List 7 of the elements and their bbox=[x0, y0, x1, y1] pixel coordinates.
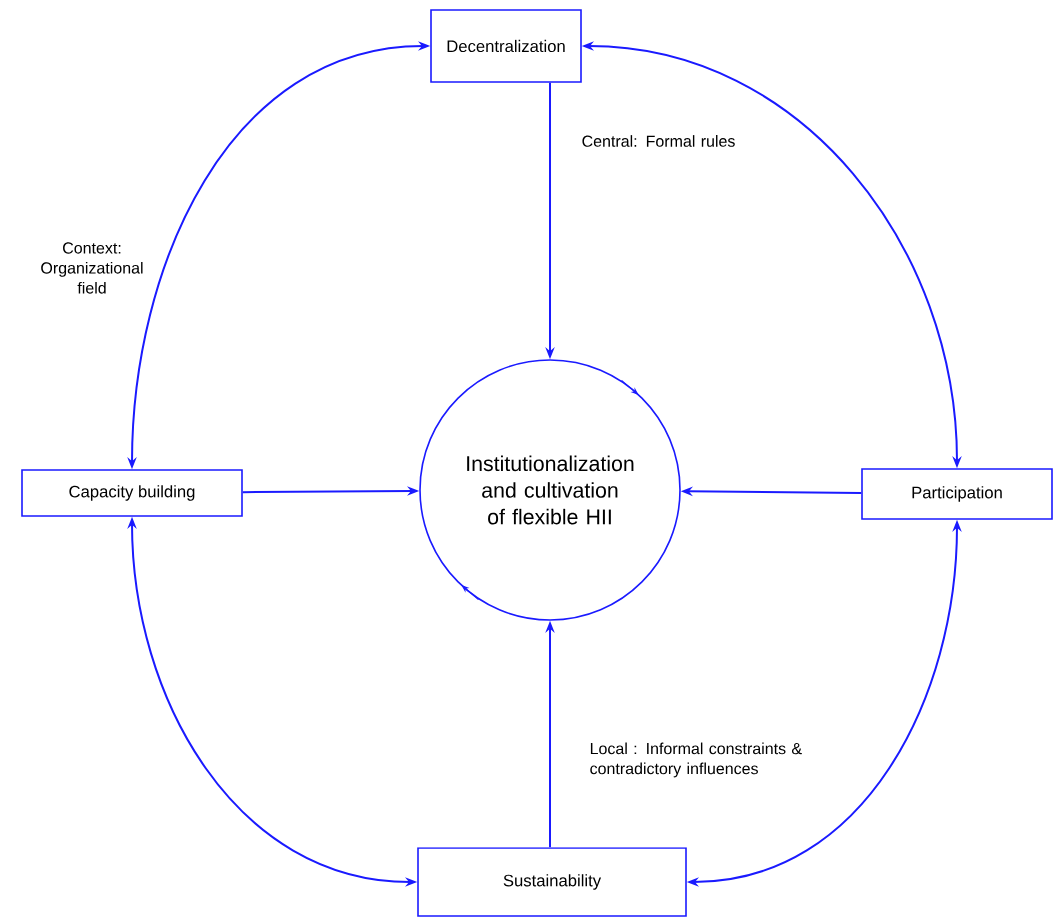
concept-box: Capacity building bbox=[21, 469, 243, 517]
edge-label: Context: Organizational field bbox=[41, 242, 143, 294]
concept-box: Participation bbox=[861, 468, 1053, 520]
edge-label: Central: Formal rules bbox=[582, 135, 735, 147]
concept-box: Decentralization bbox=[430, 9, 582, 83]
concept-box: Sustainability bbox=[417, 847, 687, 917]
edge-label: Local : Informal constraints & contradictory influences bbox=[590, 742, 802, 778]
